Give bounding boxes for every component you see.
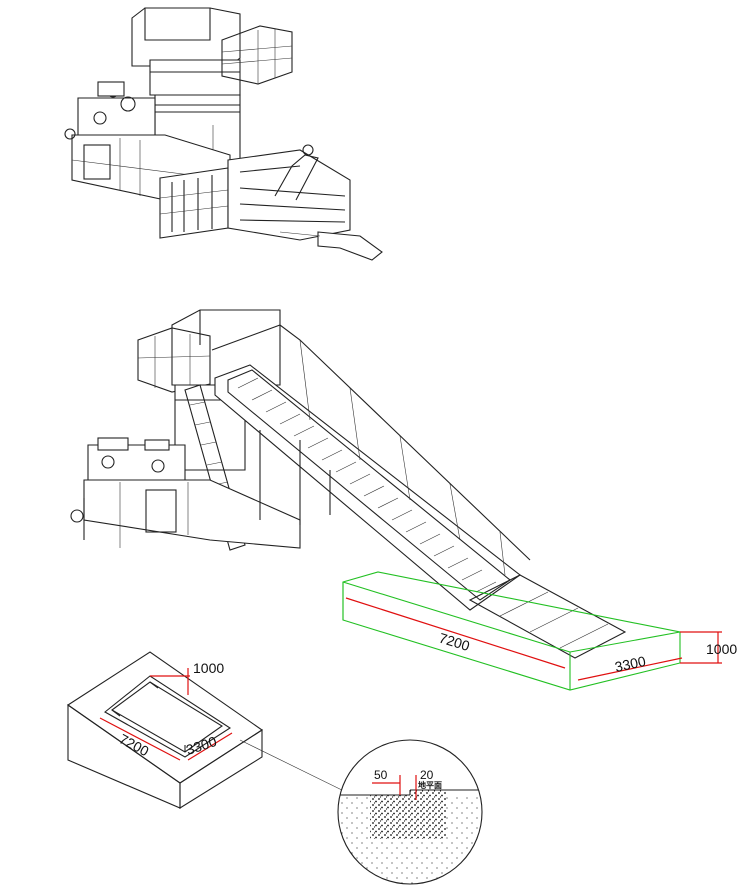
detail-leader-line <box>239 739 353 796</box>
horizontal-baler-drawing-icon <box>64 7 383 261</box>
detail-dimensions <box>372 775 417 800</box>
foundation-pit-dimensions <box>99 668 233 761</box>
baler-with-conveyor-drawing-icon <box>70 309 627 659</box>
conveyor-pit-depth-label: 1000 <box>706 641 737 657</box>
detail-offset-label: 50 <box>374 768 388 782</box>
ground-level-label: 地平面 <box>418 780 442 790</box>
pit-edge-detail-drawing-icon <box>337 739 483 885</box>
conveyor-pit-outline <box>342 571 681 691</box>
detail-step-label: 20 <box>420 768 434 782</box>
foundation-pit-drawing-icon <box>67 651 263 809</box>
pit-depth-label: 1000 <box>193 660 224 676</box>
conveyor-pit-width-label: 3300 <box>613 653 647 675</box>
conveyor-pit-dimensions <box>345 597 722 681</box>
